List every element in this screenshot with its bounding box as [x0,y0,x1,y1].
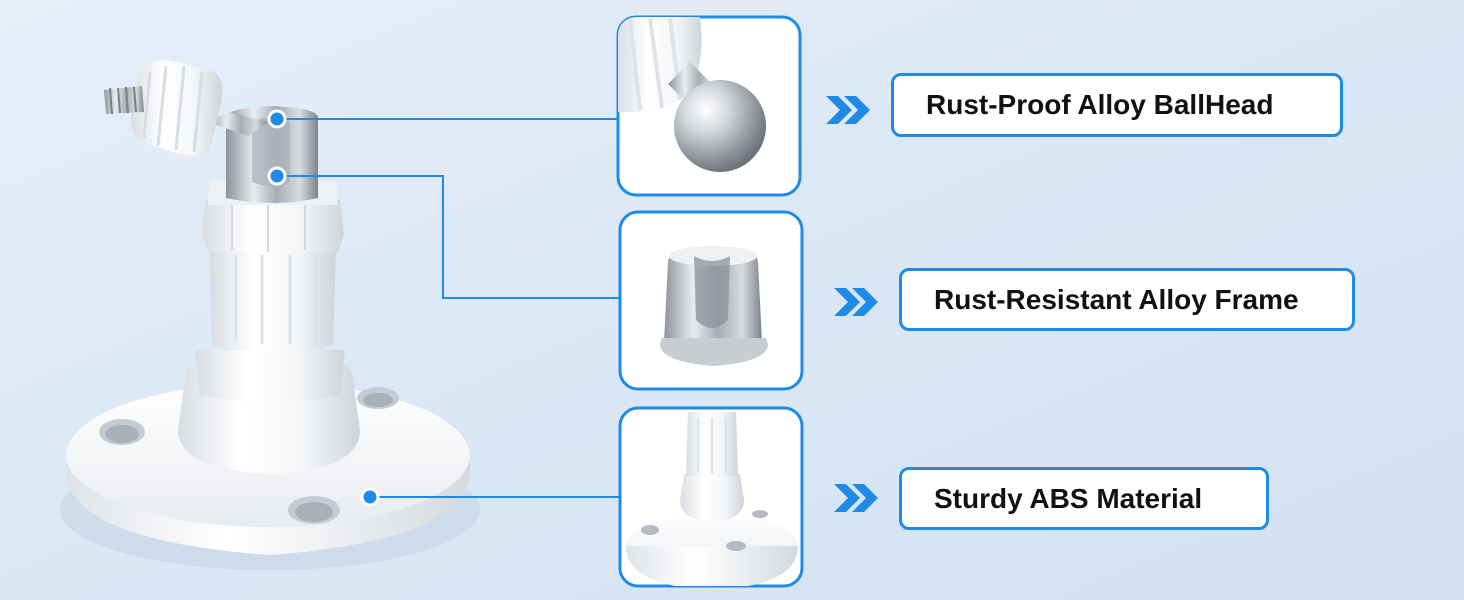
feature-label-text: Rust-Resistant Alloy Frame [934,283,1299,315]
double-chevron-right-icon [834,288,878,316]
frame-marker [267,166,287,186]
connector-lines [267,109,620,507]
ball-head-closeup [616,15,802,197]
abs-marker [360,487,380,507]
ballhead-marker [267,109,287,129]
feature-label-abs: Sturdy ABS Material [899,467,1269,530]
main-product [60,60,480,570]
double-chevron-right-icon [826,96,870,124]
feature-label-frame: Rust-Resistant Alloy Frame [899,268,1355,331]
alloy-frame-closeup [618,210,804,391]
feature-label-text: Rust-Proof Alloy BallHead [926,89,1274,120]
double-chevron-right-icon [834,484,878,512]
feature-label-ballhead: Rust-Proof Alloy BallHead [891,73,1343,137]
feature-label-text: Sturdy ABS Material [934,482,1203,514]
abs-base-closeup [618,406,804,588]
